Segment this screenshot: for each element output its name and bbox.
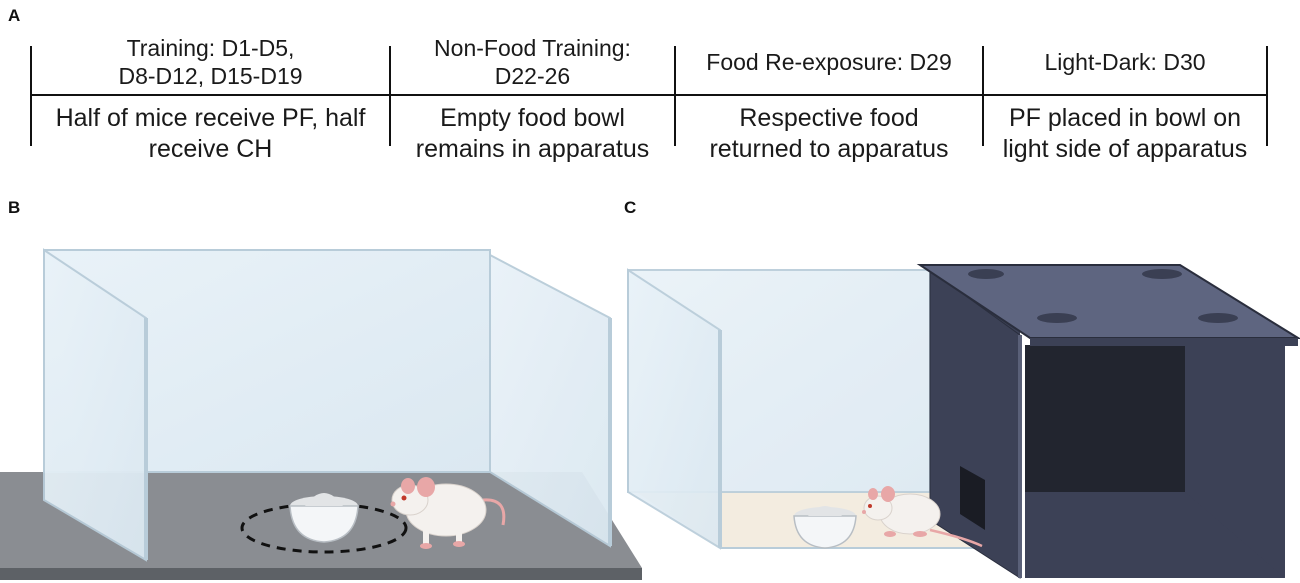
timeline: Training: D1-D5,D8-D12, D15-D19 Non-Food… (0, 0, 1300, 190)
mouse-icon (390, 477, 506, 549)
dark-compartment (916, 264, 1300, 579)
panel-label-c: C (624, 198, 637, 217)
lid-hole (1198, 313, 1238, 323)
mouse-icon (862, 486, 983, 548)
phase-non-food-training: Non-Food Training:D22-26 (434, 35, 631, 89)
phase-light-dark: Light-Dark: D30 (1044, 49, 1206, 75)
phase-training: Training: D1-D5,D8-D12, D15-D19 (118, 35, 303, 89)
light-dark-apparatus (627, 264, 1300, 579)
timeline-axis (30, 94, 1268, 96)
food-bowl (289, 493, 359, 543)
panel-label-a: A (8, 6, 21, 25)
timeline-tick (982, 46, 984, 146)
floor-plate-edge (0, 568, 642, 580)
lid-hole (968, 269, 1004, 279)
dark-interior (1025, 345, 1185, 492)
lid-hole (1037, 313, 1077, 323)
timeline-tick (674, 46, 676, 146)
phase-food-re-exposure: Food Re-exposure: D29 (706, 49, 952, 75)
timeline-tick (1266, 46, 1268, 146)
dark-box-floor (1025, 492, 1285, 578)
dark-box-lid-edge (1030, 338, 1298, 346)
doorway (960, 466, 985, 530)
open-field-apparatus (0, 248, 642, 580)
lid-hole (1142, 269, 1182, 279)
timeline-tick (389, 46, 391, 146)
food-bowl (793, 506, 857, 549)
dashed-target-zone (240, 502, 408, 554)
panel-label-b: B (8, 198, 21, 217)
timeline-tick (30, 46, 32, 146)
